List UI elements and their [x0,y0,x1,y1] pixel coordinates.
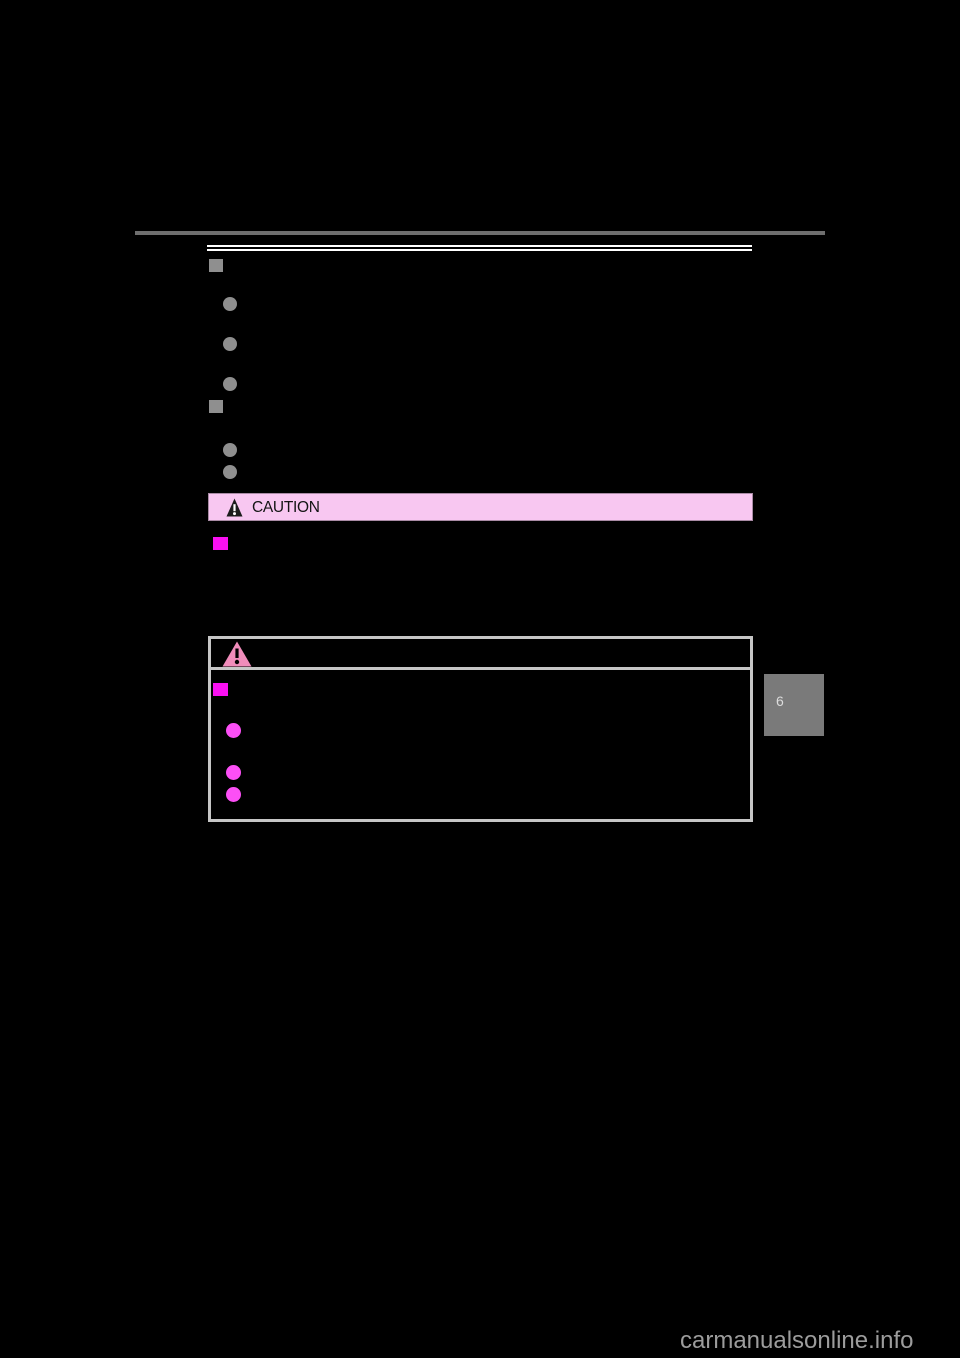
list-bullet-circle [223,377,237,391]
warning-box-header [211,639,750,670]
warning-box-bullet-circle [226,723,241,738]
heading-bullet-square [209,400,223,413]
list-bullet-circle [223,337,237,351]
chapter-number: 6 [776,693,784,709]
warning-triangle-icon [226,498,243,516]
caution-banner: CAUTION [208,493,753,521]
warning-box-bullet-circle [226,787,241,802]
page-top-rule [135,231,825,235]
warning-note-box [208,636,753,822]
caution-heading-bullet-square [213,537,228,550]
caution-banner-label: CAUTION [252,498,320,516]
warning-box-bullet-square [213,683,228,696]
heading-bullet-square [209,259,223,272]
chapter-side-tab: 6 [764,674,824,736]
watermark-text: carmanualsonline.info [680,1327,914,1354]
list-bullet-circle [223,297,237,311]
section-divider-double-line [207,245,752,251]
list-bullet-circle [223,465,237,479]
warning-box-bullet-circle [226,765,241,780]
list-bullet-circle [223,443,237,457]
warning-triangle-icon [222,641,252,667]
